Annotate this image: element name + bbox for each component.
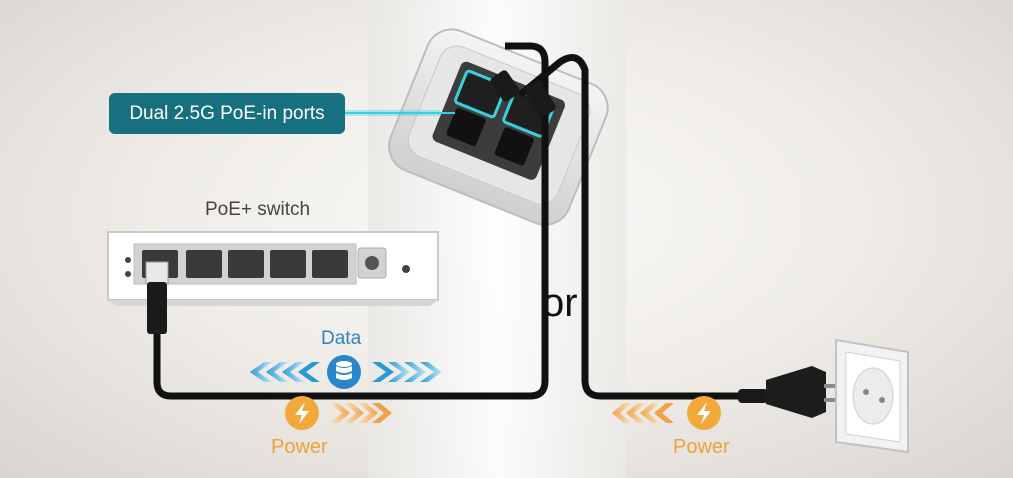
ethernet-cable bbox=[153, 42, 549, 400]
switch-port-4 bbox=[270, 250, 306, 278]
power-label-outlet: Power bbox=[673, 436, 730, 458]
data-label: Data bbox=[321, 328, 362, 349]
power-plug bbox=[738, 366, 846, 418]
power-label-switch: Power bbox=[271, 436, 328, 458]
wall-outlet bbox=[835, 338, 909, 454]
poe-switch bbox=[107, 231, 439, 306]
database-icon bbox=[327, 355, 361, 389]
power-flow-outlet bbox=[612, 396, 721, 430]
or-label: or bbox=[542, 281, 578, 325]
data-flow-arrows bbox=[250, 362, 442, 382]
switch-label: PoE+ switch bbox=[205, 199, 311, 220]
switch-port-2 bbox=[186, 250, 222, 278]
switch-port-5 bbox=[312, 250, 348, 278]
power-flow-switch bbox=[285, 396, 392, 430]
power-cable bbox=[517, 54, 760, 400]
ports-callout: Dual 2.5G PoE-in ports bbox=[109, 93, 345, 134]
switch-port-3 bbox=[228, 250, 264, 278]
rj45-plug bbox=[145, 261, 169, 334]
